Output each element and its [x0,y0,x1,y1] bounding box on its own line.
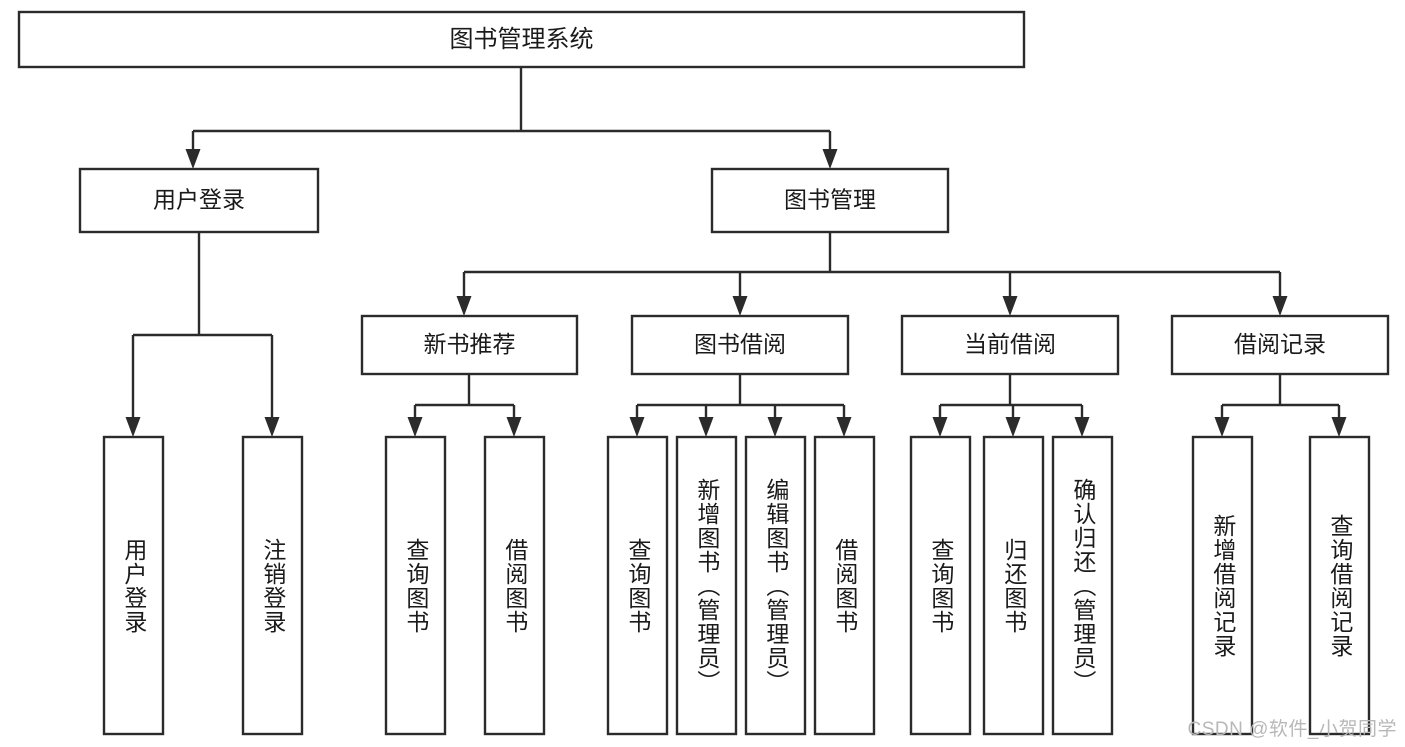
node-box [384,435,447,736]
connector-arrow [1272,272,1288,316]
node-label: 用户登录 [153,187,245,213]
node-box [982,435,1045,736]
connectors-layer [125,67,1347,437]
node-user-login[interactable]: 用户登录 [78,167,320,234]
connector-arrow [822,131,838,169]
arrowhead-icon [506,417,522,437]
arrowhead-icon [732,296,748,316]
node-label: 图书管理 [784,187,876,213]
watermark-text: CSDN @软件_小贺同学 [1187,719,1397,740]
node-box [744,435,807,736]
arrowhead-icon [836,417,852,437]
node-box [1191,435,1254,736]
node-box [675,435,738,736]
node-box [1308,435,1371,736]
node-box [909,435,972,736]
node-box [900,314,1120,376]
arrowhead-icon [1005,417,1021,437]
node-label: 图书借阅 [694,331,786,357]
connector-arrow [698,405,714,437]
arrowhead-icon [629,417,645,437]
node-book-borrow[interactable]: 图书借阅 [630,314,850,376]
node-root[interactable]: 图书管理系统 [17,10,1026,69]
node-leaf-user-logout[interactable] [241,435,304,736]
connector-arrow [1074,405,1090,437]
connector-arrow [1214,405,1230,437]
node-label: 当前借阅 [964,331,1056,357]
node-box [102,435,165,736]
node-box [1170,314,1390,376]
connector-arrow [1005,405,1021,437]
arrowhead-icon [1074,417,1090,437]
node-box [606,435,669,736]
connector-arrow [125,335,141,437]
node-leaf-borrow-book-rec[interactable] [483,435,546,736]
arrowhead-icon [185,149,201,169]
node-current-borrow[interactable]: 当前借阅 [900,314,1120,376]
node-box [78,167,320,234]
node-box [1051,435,1114,736]
node-box [241,435,304,736]
arrowhead-icon [264,417,280,437]
node-box [483,435,546,736]
connector-arrow [767,405,783,437]
node-box [17,10,1026,69]
arrowhead-icon [932,417,948,437]
node-label: 新书推荐 [424,331,516,357]
connector-arrow [1002,272,1018,316]
node-leaf-confirm-return-admin[interactable] [1051,435,1114,736]
node-leaf-user-login[interactable] [102,435,165,736]
node-leaf-borrow-book[interactable] [813,435,876,736]
node-box [813,435,876,736]
node-box [360,314,579,376]
arrowhead-icon [1214,417,1230,437]
connector-arrow [629,405,645,437]
arrowhead-icon [822,149,838,169]
node-leaf-query-book-current[interactable] [909,435,972,736]
connector-arrow [1331,405,1347,437]
connector-arrow [732,272,748,316]
arrowhead-icon [456,296,472,316]
node-label: 借阅记录 [1234,331,1326,357]
connector-arrow [506,405,522,437]
node-leaf-add-borrow-record[interactable] [1191,435,1254,736]
connector-arrow [185,131,201,169]
arrowhead-icon [1002,296,1018,316]
arrowhead-icon [767,417,783,437]
node-leaf-query-book-borrow[interactable] [606,435,669,736]
arrowhead-icon [698,417,714,437]
node-leaf-return-book[interactable] [982,435,1045,736]
connector-arrow [456,272,472,316]
connector-arrow [932,405,948,437]
node-label: 图书管理系统 [450,26,594,53]
arrowhead-icon [1331,417,1347,437]
arrowhead-icon [1272,296,1288,316]
arrowhead-icon [407,417,423,437]
node-leaf-add-book-admin[interactable] [675,435,738,736]
connector-arrow [264,335,280,437]
node-new-book-recommend[interactable]: 新书推荐 [360,314,579,376]
connector-arrow [836,405,852,437]
node-leaf-query-borrow-record[interactable] [1308,435,1371,736]
node-leaf-edit-book-admin[interactable] [744,435,807,736]
node-box [710,167,950,234]
arrowhead-icon [125,417,141,437]
node-leaf-query-book-rec[interactable] [384,435,447,736]
node-borrow-record[interactable]: 借阅记录 [1170,314,1390,376]
node-book-manage[interactable]: 图书管理 [710,167,950,234]
connector-arrow [407,405,423,437]
node-box [630,314,850,376]
